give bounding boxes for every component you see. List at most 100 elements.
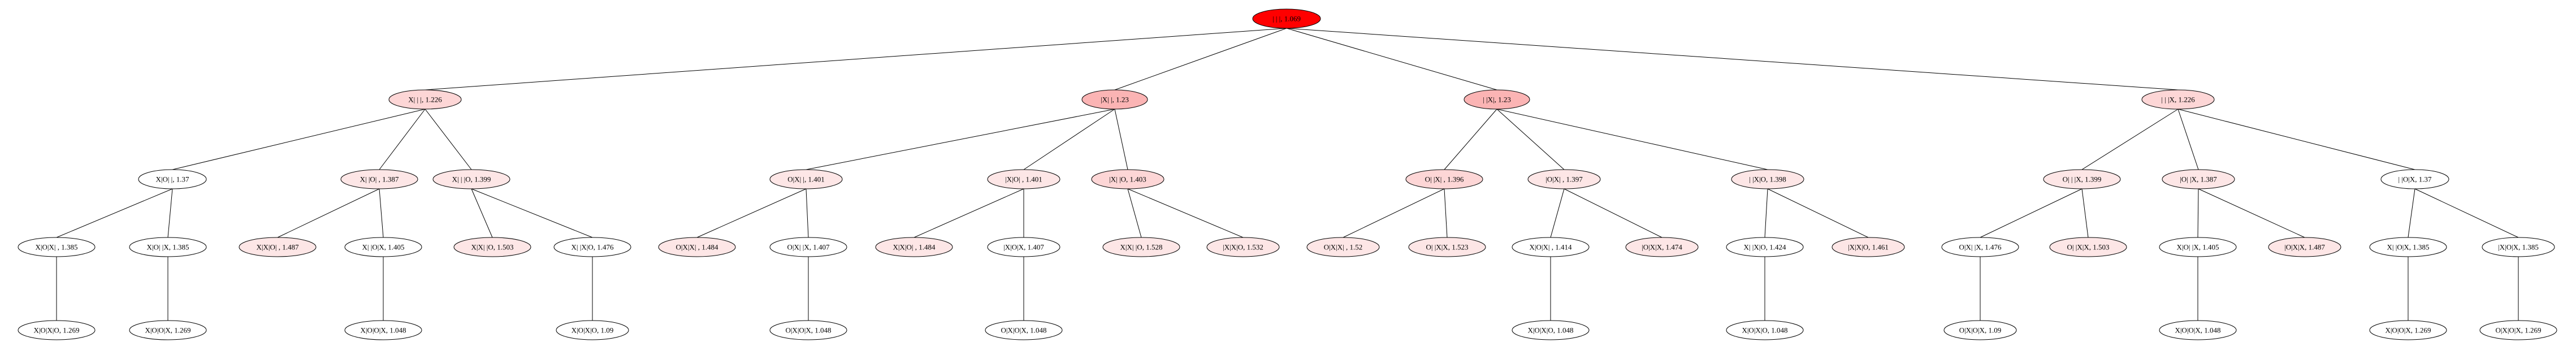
node-ellipse [18,237,96,257]
edge-b1-b12 [806,188,809,238]
node-ellipse [388,89,462,110]
edge-a1-a12 [167,188,173,238]
tree-node-d311: X|O|O|X, 1.269 [2369,320,2447,340]
tree-node-a121: X|O|O|X, 1.269 [129,320,207,340]
tree-node-b1: O|X| |, 1.401 [769,169,843,189]
node-label: X|O|X| , 1.385 [36,243,78,252]
tree-node-c22: |O|X|X, 1.474 [1625,237,1699,257]
tree-node-c311: X|O|X|O, 1.048 [1726,320,1804,340]
tree-node-c32: |X|X|O, 1.461 [1832,237,1905,257]
tree-node-b2: |X|O| , 1.401 [987,169,1060,189]
node-ellipse [1731,169,1804,189]
node-label: X|O|O|X, 1.269 [145,326,191,335]
tree-node-b: |X| |, 1.23 [1081,89,1148,110]
tree-node-c: | |X|, 1.23 [1464,89,1530,110]
node-ellipse [1405,169,1483,189]
tree-node-d2: |O| |X, 1.387 [2162,169,2235,189]
tree-node-d1: O| | |X, 1.399 [2043,169,2121,189]
node-label: | |O|X, 1.37 [2398,175,2432,184]
node-ellipse [2369,237,2447,257]
edge-root-a [425,28,1287,90]
node-ellipse [2049,237,2127,257]
tree-node-d12: O| |X|X, 1.503 [2049,237,2127,257]
node-label: O|X|O|X, 1.269 [2495,326,2541,335]
node-label: |X|O|X, 1.385 [2498,243,2539,252]
node-label: X| | |O, 1.399 [452,175,491,184]
tree-node-b21: X|X|O| , 1.484 [875,237,953,257]
edge-a-a1 [172,109,426,170]
edge-d1-d11 [1980,188,2083,238]
tree-node-d22: |O|X|X, 1.487 [2268,237,2341,257]
node-label: | |X|O, 1.398 [1749,175,1786,184]
edge-d2-d22 [2198,188,2305,238]
node-label: O|X| |X, 1.476 [1959,243,2002,252]
tree-node-a12: X|O| |X, 1.385 [129,237,207,257]
node-ellipse [2380,169,2449,189]
tree-node-d211: X|O|O|X, 1.048 [2159,320,2237,340]
tree-node-d32: |X|O|X, 1.385 [2482,237,2555,257]
node-label: X| |O|X, 1.385 [2387,243,2430,252]
node-ellipse [769,237,847,257]
edge-b2-b21 [913,188,1024,238]
node-ellipse [1625,237,1699,257]
edge-c2-c22 [1564,188,1663,238]
edge-d-d1 [2081,109,2179,170]
tree-node-c2: |O|X| , 1.397 [1527,169,1601,189]
edge-c1-c12 [1444,188,1448,238]
tree-node-a22: X| |O|X, 1.405 [344,237,422,257]
edge-d3-d31 [2408,188,2415,238]
node-label: |X| |, 1.23 [1101,96,1129,104]
node-ellipse [987,169,1060,189]
node-ellipse [2162,169,2235,189]
node-ellipse [1512,320,1590,340]
node-ellipse [987,237,1060,257]
node-label: X|O|O|X, 1.048 [2175,326,2220,335]
node-ellipse [658,237,736,257]
node-ellipse [985,320,1063,340]
node-label: X| | |, 1.226 [408,96,442,104]
tree-node-b221: O|X|O|X, 1.048 [985,320,1063,340]
node-label: |X|O| , 1.401 [1005,175,1042,184]
edge-b3-b31 [1127,188,1142,238]
node-ellipse [769,320,847,340]
node-ellipse [2141,89,2215,110]
edge-d-d2 [2177,109,2199,170]
node-label: |O| |X, 1.387 [2180,175,2217,184]
node-ellipse [1408,237,1486,257]
node-label: O|X| |, 1.401 [787,175,825,184]
node-label: X|O|O|X, 1.048 [360,326,406,335]
node-label: O| |X|X, 1.523 [1426,243,1469,252]
tree-node-d111: O|X|O|X, 1.09 [1943,320,2017,340]
tree-node-c1: O| |X| , 1.396 [1405,169,1483,189]
node-ellipse [340,169,418,189]
tree-node-c11: O|X|X| , 1.52 [1306,237,1380,257]
node-label: X| |X|O, 1.476 [572,243,614,252]
tree-node-d11: O|X| |X, 1.476 [1941,237,2019,257]
node-label: X|O| |, 1.37 [155,175,189,184]
node-ellipse [553,237,631,257]
node-label: O|X|O|X, 1.09 [1959,326,2002,335]
node-label: X|O|X|O, 1.269 [33,326,79,335]
node-label: X| |X|O, 1.424 [1744,243,1786,252]
node-label: | | |, 1.069 [1272,15,1301,23]
node-ellipse [1726,320,1804,340]
edge-d3-d32 [2414,188,2519,238]
edge-root-d [1286,28,2179,90]
tree-edges [56,28,2519,321]
node-label: O|X| |X, 1.407 [787,243,830,252]
node-ellipse [1943,320,2017,340]
node-label: O| | |X, 1.399 [2063,175,2102,184]
node-label: | |X|, 1.23 [1483,96,1511,104]
edge-c2-c21 [1550,188,1565,238]
node-ellipse [1252,8,1321,29]
node-ellipse [2369,320,2447,340]
tree-node-a111: X|O|X|O, 1.269 [18,320,96,340]
node-ellipse [2482,237,2555,257]
edge-root-b [1114,28,1287,90]
edge-b-b3 [1114,109,1128,170]
node-ellipse [1527,169,1601,189]
edge-a3-a31 [471,188,493,238]
tree-node-d21: X|O| |X, 1.405 [2159,237,2237,257]
node-ellipse [2159,237,2237,257]
